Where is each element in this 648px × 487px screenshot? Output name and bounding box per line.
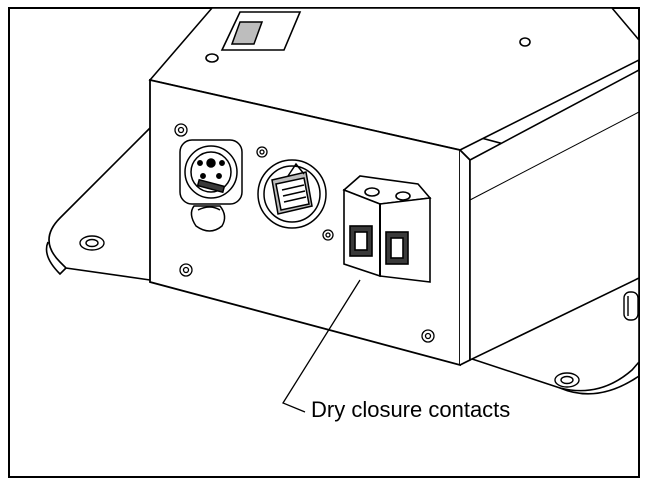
callout-label: Dry closure contacts [311,397,511,422]
callout-leader [282,279,361,413]
enclosure-top [148,7,640,151]
enclosure-side [469,68,640,362]
plate-holes [79,235,580,388]
panel-screws [174,123,435,343]
plate-slots [623,291,639,321]
xlr-connector [179,139,243,232]
terminal-block [342,175,432,283]
rj45-connector [257,159,327,229]
